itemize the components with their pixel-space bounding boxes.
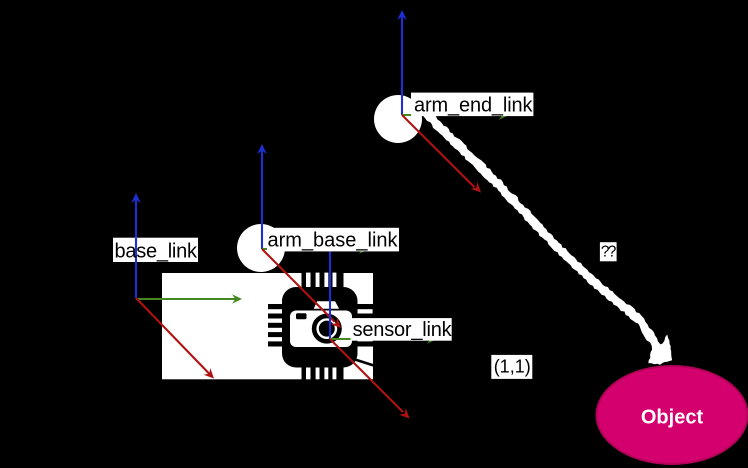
svg-text:(1,1): (1,1) [494,356,531,376]
svg-text:arm_base_link: arm_base_link [268,230,399,252]
svg-text:arm_end_link: arm_end_link [414,94,534,116]
svg-text:base_link: base_link [115,240,199,262]
svg-text:Object: Object [641,407,704,429]
svg-text:sensor_link: sensor_link [353,319,453,341]
svg-text:??: ?? [601,244,617,261]
